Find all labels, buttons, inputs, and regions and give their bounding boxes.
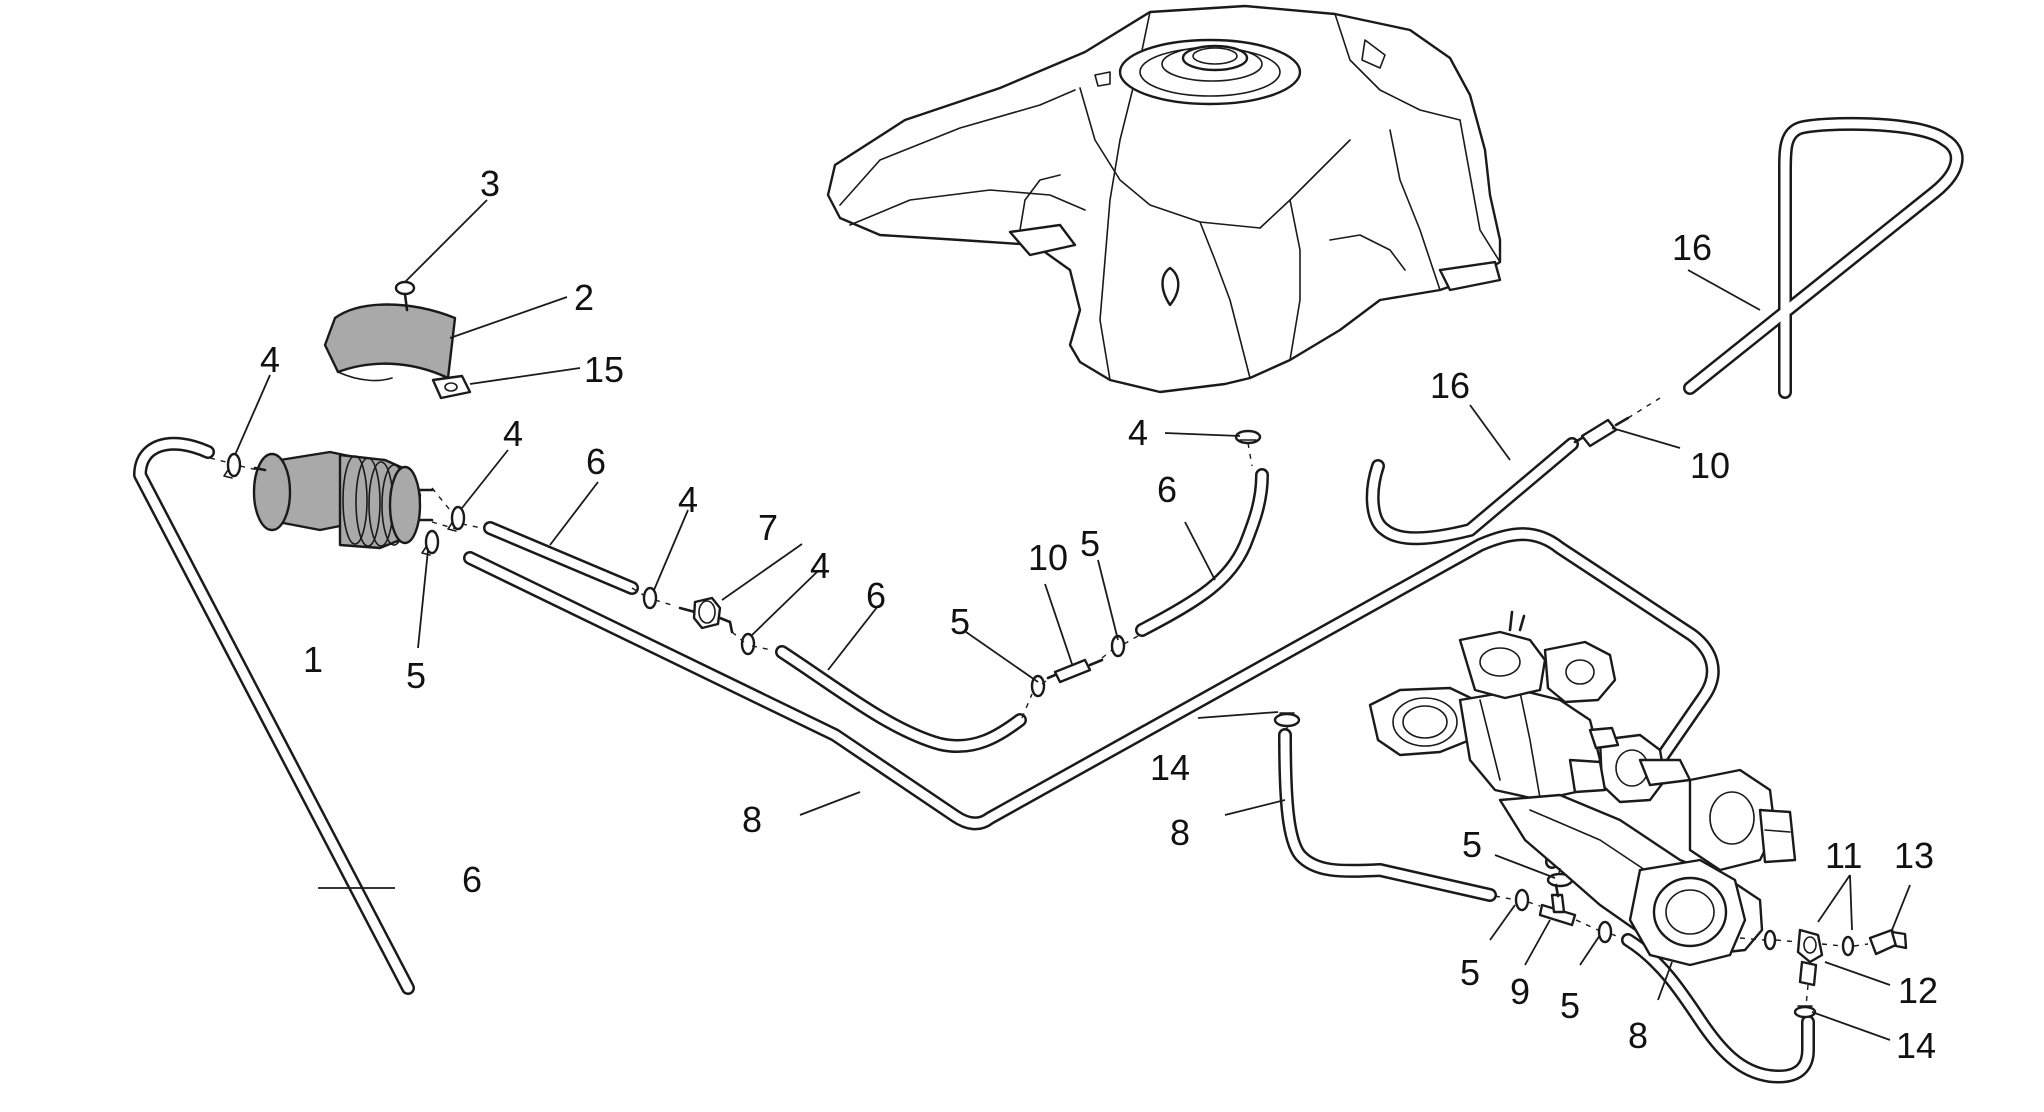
callout-5-tee-right: 5 — [1560, 985, 1580, 1026]
callout-5-throttle: 5 — [1462, 824, 1482, 865]
washer-11-right — [1841, 935, 1855, 957]
callout-13: 13 — [1894, 835, 1934, 876]
check-valve-7 — [678, 596, 734, 634]
callout-5-mid-2: 5 — [1080, 523, 1100, 564]
clamp-4-mid-2 — [740, 632, 756, 656]
callout-4-canister-right: 4 — [503, 413, 523, 454]
callout-7: 7 — [758, 507, 778, 548]
callout-14-lower: 14 — [1896, 1025, 1936, 1066]
callout-4-mid-2: 4 — [810, 545, 830, 586]
callout-4-canister-left: 4 — [260, 339, 280, 380]
callout-10-mid: 10 — [1028, 537, 1068, 578]
callout-5-tee-left: 5 — [1460, 952, 1480, 993]
tee-fitting-9 — [1538, 883, 1577, 927]
callout-5-mid: 5 — [950, 601, 970, 642]
callout-10-top: 10 — [1690, 445, 1730, 486]
connector-10-mid — [1046, 658, 1104, 684]
callout-8-lower-left: 8 — [1170, 812, 1190, 853]
washer-11-left — [1763, 929, 1777, 951]
clamp-5-tee-left — [1514, 888, 1530, 912]
hoses — [133, 116, 1964, 1084]
callout-2: 2 — [574, 277, 594, 318]
banjo-fitting-12 — [1796, 928, 1824, 987]
charcoal-canister — [252, 450, 434, 550]
canister-bracket — [323, 303, 457, 382]
callout-15: 15 — [584, 349, 624, 390]
banjo-bolt-13 — [1868, 928, 1908, 956]
callout-1: 1 — [303, 639, 323, 680]
callout-labels: 1 2 3 4 4 4 4 4 5 5 5 5 5 5 6 6 6 6 6 7 … — [260, 163, 1938, 1066]
callout-6-left: 6 — [462, 859, 482, 900]
callout-9: 9 — [1510, 971, 1530, 1012]
clamp-4-tank — [1234, 429, 1262, 445]
callout-12: 12 — [1898, 970, 1938, 1011]
fuel-tank — [826, 4, 1502, 394]
clamp-4-mid-1 — [642, 586, 658, 610]
clamp-14-upper — [1273, 712, 1301, 728]
callout-14-upper: 14 — [1150, 747, 1190, 788]
callout-16-upper: 16 — [1672, 227, 1712, 268]
callout-6-middle: 6 — [866, 575, 886, 616]
assembly-dashed-lines — [209, 397, 1869, 1007]
leader-lines — [234, 199, 1911, 1041]
clamp-4-canister-left — [223, 452, 242, 479]
connector-10-top — [1573, 416, 1630, 448]
throttle-body — [1368, 610, 1797, 967]
clip-nut — [431, 374, 472, 400]
clamp-4-canister-right — [447, 505, 466, 532]
clamp-14-lower — [1793, 1005, 1817, 1019]
callout-8-lower-right: 8 — [1628, 1015, 1648, 1056]
clamp-5-mid-2 — [1110, 634, 1126, 658]
callout-6-right: 6 — [1157, 469, 1177, 510]
callout-4-tank: 4 — [1128, 412, 1148, 453]
callout-4-mid-1: 4 — [678, 479, 698, 520]
callout-5-canister: 5 — [406, 655, 426, 696]
callout-3: 3 — [480, 163, 500, 204]
callout-6-upper: 6 — [586, 441, 606, 482]
callout-8-long: 8 — [742, 799, 762, 840]
callout-11: 11 — [1825, 835, 1862, 876]
callout-16-lower: 16 — [1430, 365, 1470, 406]
clamp-5-canister — [421, 529, 440, 556]
clamp-5-tee-right — [1597, 920, 1613, 944]
